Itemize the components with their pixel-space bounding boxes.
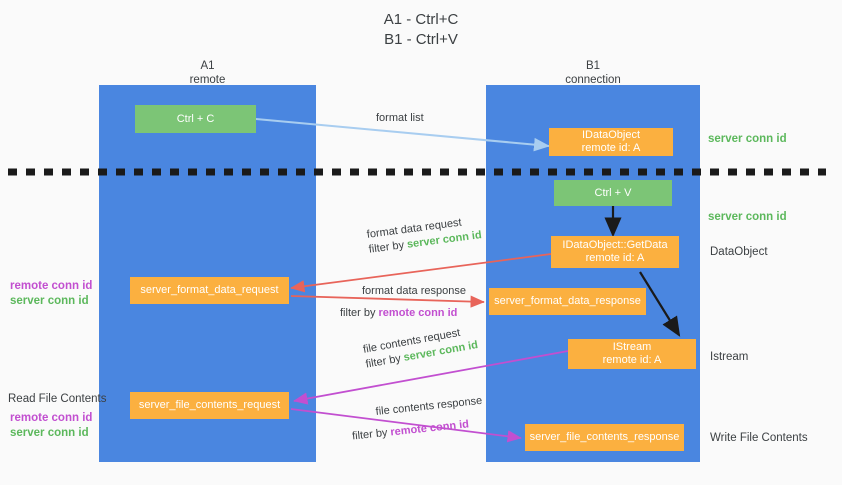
box-idataobject-line2: remote id: A	[581, 142, 641, 154]
column-header-a1: A1 remote	[99, 59, 316, 87]
label-format-data-response-text: format data response	[362, 285, 466, 297]
label-file-contents-response-text: file contents response	[375, 394, 483, 418]
filter-prefix: filter by	[351, 426, 392, 443]
label-file-contents-request: file contents request filter by server c…	[362, 323, 479, 372]
box-ctrl-c-label: Ctrl + C	[176, 112, 215, 125]
left-label-read-file-contents: Read File Contents	[8, 393, 107, 405]
left-label-server-conn-id-2: server conn id	[10, 427, 89, 439]
column-b1-role: connection	[565, 74, 621, 86]
box-ctrl-v[interactable]: Ctrl + V	[554, 180, 672, 206]
box-istream[interactable]: IStream remote id: A	[568, 339, 696, 369]
label-format-data-response: format data response filter by remote co…	[340, 284, 466, 321]
right-label-server-conn-id-top: server conn id	[708, 133, 787, 145]
box-istream-line2: remote id: A	[602, 354, 662, 366]
column-header-b1: B1 connection	[486, 59, 700, 87]
right-label-istream: Istream	[710, 351, 749, 363]
filter-key-remote-conn-id: remote conn id	[389, 418, 470, 439]
title-line-1: A1 - Ctrl+C	[383, 11, 459, 28]
box-getdata-line1: IDataObject::GetData	[562, 239, 668, 251]
right-label-server-conn-id-mid: server conn id	[708, 211, 787, 223]
box-server-format-data-response-label: server_format_data_response	[494, 295, 641, 307]
box-idataobject[interactable]: IDataObject remote id: A	[549, 128, 673, 156]
box-ctrl-c[interactable]: Ctrl + C	[135, 105, 256, 133]
column-a1-role: remote	[189, 74, 226, 86]
box-server-file-contents-request-label: server_file_contents_request	[138, 399, 281, 411]
box-ctrl-v-label: Ctrl + V	[594, 186, 632, 199]
box-server-format-data-request-label: server_format_data_request	[140, 284, 279, 296]
filter-prefix: filter by	[368, 238, 408, 256]
box-server-file-contents-request[interactable]: server_file_contents_request	[130, 392, 289, 419]
label-file-contents-response-filter: filter by remote conn id	[351, 416, 485, 445]
left-label-remote-conn-id-2: remote conn id	[10, 412, 93, 424]
right-label-data-object: DataObject	[710, 246, 768, 258]
label-file-contents-response: file contents response filter by remote …	[352, 394, 485, 443]
label-format-data-request: format data request filter by server con…	[366, 213, 483, 258]
box-idataobject-line1: IDataObject	[581, 129, 641, 141]
column-a1-name: A1	[200, 60, 215, 72]
left-label-remote-conn-id-1: remote conn id	[10, 280, 93, 292]
box-getdata-line2: remote id: A	[585, 252, 645, 264]
left-label-server-conn-id-1: server conn id	[10, 295, 89, 307]
column-b1-name: B1	[585, 60, 601, 72]
box-idataobject-getdata[interactable]: IDataObject::GetData remote id: A	[551, 236, 679, 268]
box-server-file-contents-response-label: server_file_contents_response	[529, 431, 680, 443]
box-istream-line1: IStream	[612, 341, 652, 353]
box-server-format-data-response[interactable]: server_format_data_response	[489, 288, 646, 315]
label-format-list: format list	[376, 112, 424, 124]
title-line-2: B1 - Ctrl+V	[384, 31, 458, 48]
filter-key-remote-conn-id: remote conn id	[378, 307, 458, 319]
diagram-title: A1 - Ctrl+C B1 - Ctrl+V	[0, 10, 842, 50]
filter-prefix: filter by	[340, 307, 379, 319]
label-format-data-response-filter: filter by remote conn id	[340, 306, 466, 321]
right-label-write-file-contents: Write File Contents	[710, 432, 808, 444]
box-server-format-data-request[interactable]: server_format_data_request	[130, 277, 289, 304]
box-server-file-contents-response[interactable]: server_file_contents_response	[525, 424, 684, 451]
